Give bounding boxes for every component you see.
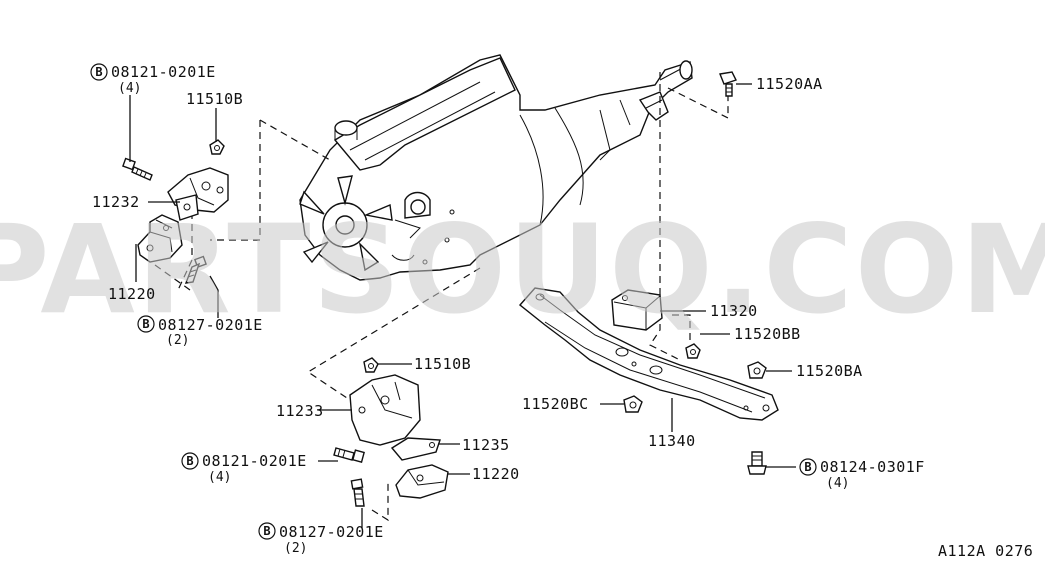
callout-08121-bottom[interactable]: B 08121-0201E (4) (181, 452, 307, 485)
nut-icon[interactable] (623, 395, 643, 413)
bolt-icon[interactable] (719, 71, 737, 97)
bolt-icon[interactable] (350, 478, 365, 507)
mount-plate[interactable] (390, 437, 441, 461)
svg-text:(2): (2) (166, 333, 189, 348)
watermark: PARTSOUQ.COM (0, 199, 1045, 341)
bolt-icon[interactable] (333, 447, 365, 463)
bolt-icon[interactable] (122, 157, 153, 181)
callout-11520BA[interactable]: 11520BA (796, 362, 863, 380)
svg-text:(2): (2) (284, 541, 307, 556)
svg-text:08127-0201E: 08127-0201E (279, 523, 384, 541)
callout-11340[interactable]: 11340 (648, 432, 696, 450)
nut-icon[interactable] (363, 357, 379, 373)
svg-text:B: B (263, 524, 270, 538)
svg-text:08127-0201E: 08127-0201E (158, 316, 263, 334)
nut-icon[interactable] (747, 361, 767, 379)
callout-08124[interactable]: B 08124-0301F (4) (799, 458, 925, 491)
rear-mount-group (518, 71, 779, 475)
svg-text:B: B (142, 317, 149, 331)
callout-11233[interactable]: 11233 (276, 402, 324, 420)
callout-11510B-mid[interactable]: 11510B (414, 355, 471, 373)
nut-icon[interactable] (209, 139, 225, 155)
engine-mount-insulator[interactable] (395, 464, 449, 499)
engine-mount-bracket[interactable] (167, 167, 229, 221)
callout-11320[interactable]: 11320 (710, 302, 758, 320)
engine-fan (299, 175, 393, 272)
svg-text:B: B (186, 454, 193, 468)
transmission-crossmember[interactable] (518, 287, 779, 421)
callout-11520AA[interactable]: 11520AA (756, 75, 823, 93)
svg-text:08121-0201E: 08121-0201E (111, 63, 216, 81)
callout-11510B-top[interactable]: 11510B (186, 90, 243, 108)
svg-text:B: B (95, 65, 102, 79)
callout-11220-bottom[interactable]: 11220 (472, 465, 520, 483)
callout-11520BB[interactable]: 11520BB (734, 325, 801, 343)
svg-text:B: B (804, 460, 811, 474)
engine-mount-insulator[interactable] (137, 214, 183, 263)
bolt-icon[interactable] (747, 451, 767, 475)
callout-08121-top[interactable]: B 08121-0201E (4) (90, 63, 216, 96)
callout-11235[interactable]: 11235 (462, 436, 510, 454)
svg-text:08124-0301F: 08124-0301F (820, 458, 925, 476)
callout-11520BC[interactable]: 11520BC (522, 395, 589, 413)
diagram-code: A112A 0276 (938, 542, 1033, 560)
front-left-mount-group (122, 139, 229, 284)
front-right-mount-group (333, 357, 449, 507)
callout-11232[interactable]: 11232 (92, 193, 140, 211)
engine-transmission-illustration (299, 54, 693, 281)
callout-labels: B 08121-0201E (4) 11510B 11232 11220 B 0… (90, 63, 1033, 560)
svg-text:(4): (4) (826, 476, 849, 491)
nut-icon[interactable] (685, 343, 701, 359)
engine-mount-bracket[interactable] (349, 374, 421, 446)
transmission-mount-insulator[interactable] (611, 289, 663, 331)
bolt-icon[interactable] (184, 255, 207, 284)
svg-text:(4): (4) (118, 81, 141, 96)
callout-08127-left[interactable]: B 08127-0201E (2) (137, 315, 263, 348)
svg-text:(4): (4) (208, 470, 231, 485)
callout-11220-left[interactable]: 11220 (108, 285, 156, 303)
svg-text:08121-0201E: 08121-0201E (202, 452, 307, 470)
callout-08127-bottom[interactable]: B 08127-0201E (2) (258, 522, 384, 556)
leader-lines (129, 83, 796, 528)
